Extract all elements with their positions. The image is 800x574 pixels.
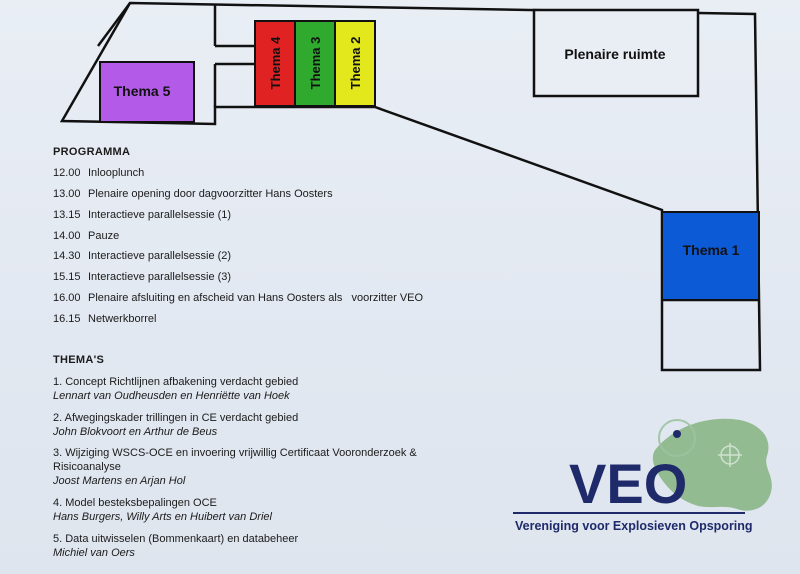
theme-item: 3. Wijziging WSCS-OCE en invoering vrijw…	[53, 446, 473, 488]
program-time: 14.00	[53, 230, 81, 242]
program-item: 12.00 Inlooplunch	[53, 167, 144, 179]
program-item: 14.30 Interactieve parallelsessie (2)	[53, 250, 231, 262]
theme-title: 4. Model besteksbepalingen OCE	[53, 497, 217, 509]
program-item: 13.00 Plenaire opening door dagvoorzitter…	[53, 188, 333, 200]
theme-title: 1. Concept Richtlijnen afbakening verdac…	[53, 376, 299, 388]
program-text: Inlooplunch	[88, 167, 145, 179]
room-thema-5	[99, 61, 195, 123]
program-time: 13.00	[53, 188, 81, 200]
program-time: 16.00	[53, 292, 81, 304]
room-plenaire-label: Plenaire ruimte	[564, 46, 665, 62]
room-thema-1-label: Thema 1	[683, 242, 740, 258]
program-item: 14.00 Pauze	[53, 230, 119, 242]
program-item: 16.15 Netwerkborrel	[53, 313, 156, 325]
room-thema-2	[334, 20, 376, 107]
program-text: Pauze	[88, 230, 120, 242]
theme-title: 3. Wijziging WSCS-OCE en invoering vrijw…	[53, 447, 417, 473]
program-text: Interactieve parallelsessie (3)	[88, 271, 232, 283]
room-plenaire	[532, 8, 700, 98]
program-item: 16.00 Plenaire afsluiting en afscheid van…	[53, 292, 423, 304]
themas-heading: THEMA'S	[53, 354, 105, 366]
logo-emblem-dot	[673, 430, 681, 438]
program-item: 15.15 Interactieve parallelsessie (3)	[53, 271, 231, 283]
room-thema-3-label: Thema 3	[308, 37, 323, 90]
theme-item: 4. Model besteksbepalingen OCE Hans Burg…	[53, 496, 473, 524]
theme-people: John Blokvoort en Arthur de Beus	[53, 426, 218, 438]
theme-people: Hans Burgers, Willy Arts en Huibert van …	[53, 511, 272, 523]
room-thema-5-label: Thema 5	[114, 83, 171, 99]
room-thema-1	[661, 211, 760, 301]
program-text: Plenaire afsluiting en afscheid van Hans…	[88, 292, 424, 304]
logo-wordmark: VEO	[569, 452, 687, 515]
theme-item: 5. Data uitwisselen (Bommenkaart) en dat…	[53, 532, 473, 560]
program-text: Interactieve parallelsessie (1)	[88, 209, 232, 221]
logo-emblem-shape	[652, 418, 772, 511]
logo-tagline: Vereniging voor Explosieven Opsporing	[515, 519, 753, 533]
program-text: Netwerkborrel	[88, 313, 157, 325]
program-text: Interactieve parallelsessie (2)	[88, 250, 232, 262]
veo-logo: VEO Vereniging voor Explosieven Opsporin…	[513, 418, 772, 533]
logo-emblem-ring	[658, 419, 696, 457]
program-item: 13.15 Interactieve parallelsessie (1)	[53, 209, 231, 221]
program-time: 12.00	[53, 167, 81, 179]
theme-item: 2. Afwegingskader trillingen in CE verda…	[53, 411, 473, 439]
program-time: 15.15	[53, 271, 81, 283]
theme-item: 1. Concept Richtlijnen afbakening verdac…	[53, 375, 473, 403]
room-thema-4-label: Thema 4	[268, 36, 283, 90]
program-time: 13.15	[53, 209, 81, 221]
theme-people: Joost Martens en Arjan Hol	[53, 475, 186, 487]
program-text: Plenaire opening door dagvoorzitter Hans…	[88, 188, 333, 200]
program-time: 14.30	[53, 250, 81, 262]
program-time: 16.15	[53, 313, 81, 325]
programma-heading: PROGRAMMA	[53, 146, 131, 158]
room-thema-2-label: Thema 2	[348, 37, 363, 90]
theme-people: Lennart van Oudheusden en Henriëtte van …	[53, 390, 290, 402]
room-thema-3	[294, 20, 336, 107]
theme-people: Michiel van Oers	[53, 547, 135, 559]
theme-title: 5. Data uitwisselen (Bommenkaart) en dat…	[53, 533, 299, 545]
theme-title: 2. Afwegingskader trillingen in CE verda…	[53, 412, 299, 424]
